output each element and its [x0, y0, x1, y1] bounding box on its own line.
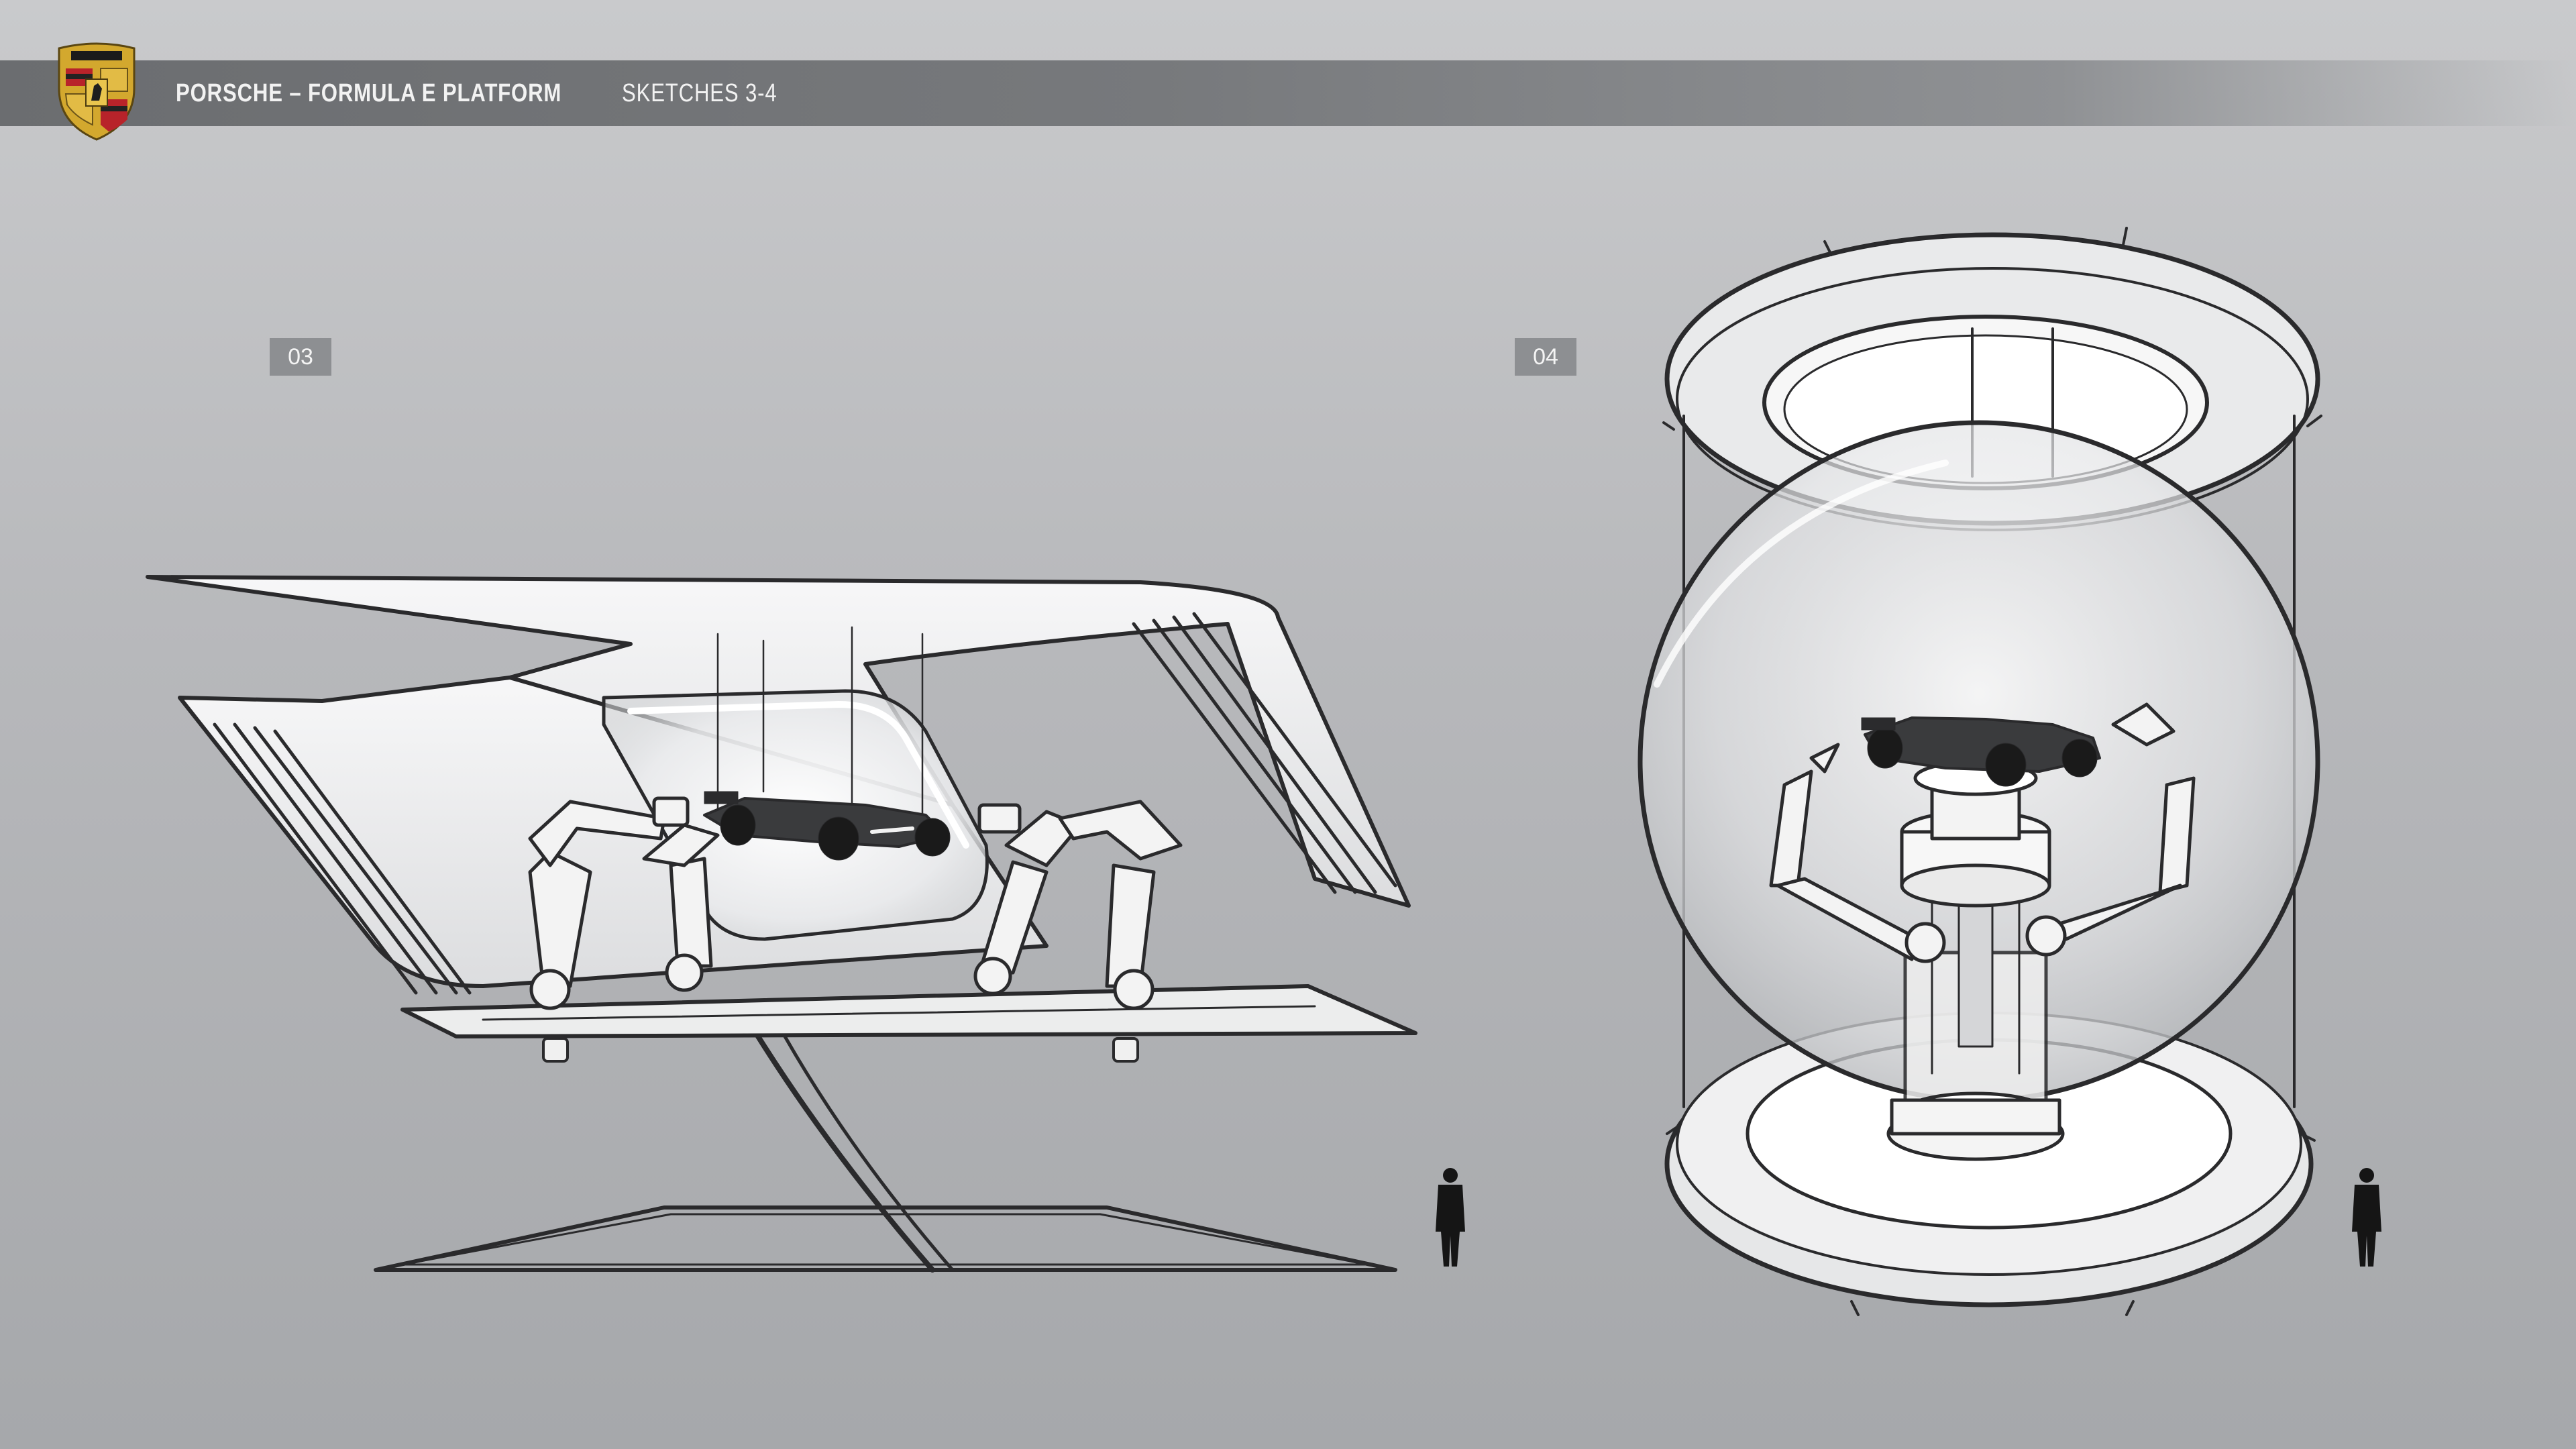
- title-bar: [0, 60, 2576, 126]
- sketch-03-platform: [146, 575, 1465, 1273]
- sketch-03-thrusters: [542, 1037, 1139, 1063]
- sketch-03-person-figure: [1436, 1168, 1465, 1267]
- sketch-label-03: 03: [270, 338, 331, 376]
- sketch-04-ring-clips: [1662, 227, 2322, 1316]
- sketch-03-race-car: [703, 791, 951, 861]
- sketch-04-race-car: [1861, 716, 2101, 787]
- sketch-04-pedestal: [1886, 760, 2065, 1161]
- sketch-03-base: [374, 1034, 1397, 1273]
- sketch-03-vents-right: [1132, 612, 1397, 894]
- sketch-label-04: 04: [1515, 338, 1576, 376]
- sketch-03-robot-arms: [528, 796, 1183, 1010]
- sketch-04-person-figure: [2352, 1168, 2381, 1267]
- sketch-03-wires: [716, 626, 924, 826]
- sketch-03-floor-deck: [400, 984, 1417, 1038]
- title-main: PORSCHE – FORMULA E PLATFORM: [176, 78, 562, 107]
- sketch-03-vents-left: [213, 722, 472, 995]
- title-subtitle: SKETCHES 3-4: [622, 78, 777, 107]
- porsche-crest-icon: [58, 42, 136, 141]
- page-title: PORSCHE – FORMULA E PLATFORM SKETCHES 3-…: [176, 60, 812, 126]
- sketch-04-sphere: [1638, 227, 2381, 1316]
- sketch-04-robot-arms: [1769, 702, 2196, 963]
